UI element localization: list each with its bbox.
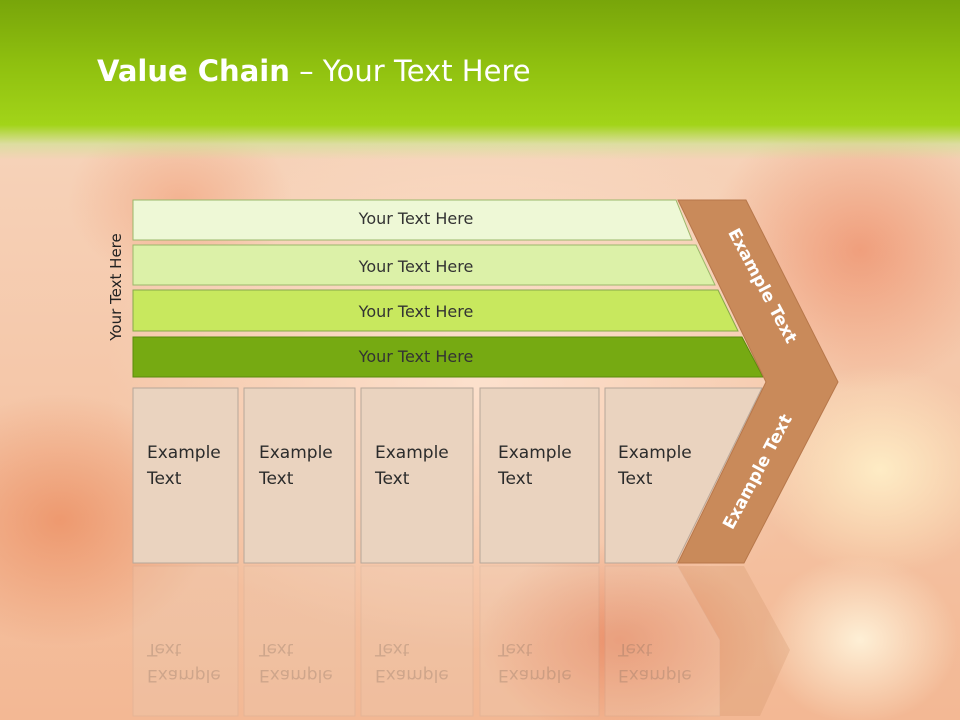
cell-3 — [360, 387, 474, 564]
slide-title: Value Chain – Your Text Here — [97, 54, 531, 88]
bar-3 — [132, 289, 739, 332]
bar-label-2: Your Text Here — [358, 257, 474, 276]
bar-label-4: Your Text Here — [358, 347, 474, 366]
cell-2 — [243, 387, 356, 564]
diagram-reflection — [132, 565, 790, 717]
bar-1 — [132, 199, 693, 241]
bar-label-1: Your Text Here — [358, 209, 474, 228]
cell-4 — [479, 387, 600, 564]
header-band — [0, 0, 960, 160]
cell-5 — [604, 387, 763, 564]
chevron-arrow — [677, 199, 839, 564]
cell-1 — [132, 387, 239, 564]
bar-label-3: Your Text Here — [358, 302, 474, 321]
title-rest: – Your Text Here — [289, 54, 531, 88]
bar-2 — [132, 244, 716, 286]
title-bold: Value Chain — [97, 54, 290, 88]
bar-4 — [132, 336, 764, 378]
